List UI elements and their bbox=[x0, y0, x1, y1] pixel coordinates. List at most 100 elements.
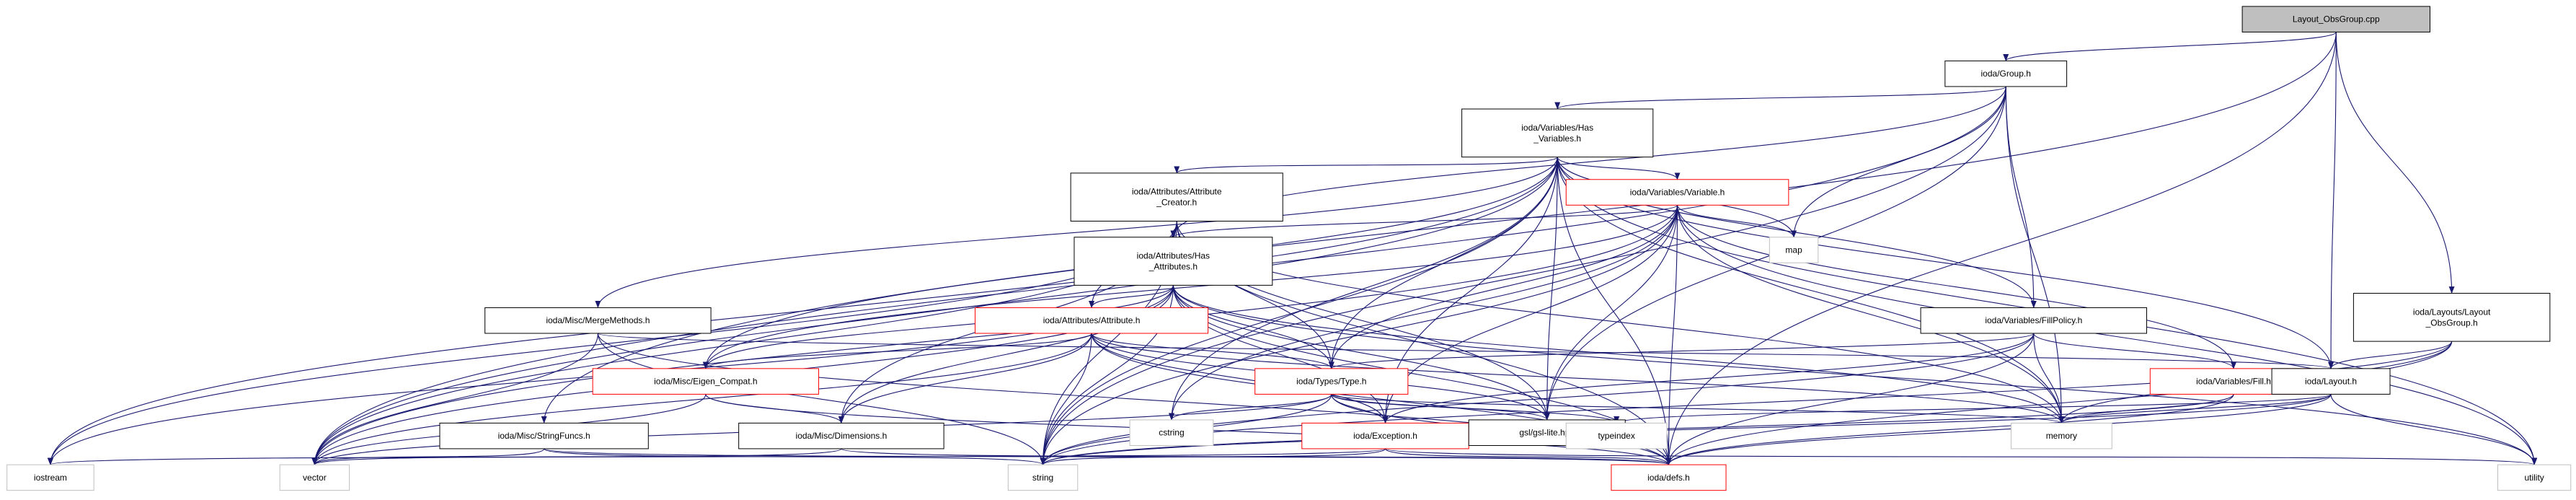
edge-root-to-layoutobsgroup bbox=[2335, 32, 2455, 294]
node-attrcreator[interactable]: ioda/Attributes/Attribute_Creator.h bbox=[1070, 172, 1283, 222]
edge-types-to-cstring bbox=[1169, 394, 1332, 421]
node-cstring: cstring bbox=[1129, 419, 1214, 446]
node-attrcreator-box bbox=[1070, 172, 1283, 222]
node-layout[interactable]: ioda/Layout.h bbox=[2271, 368, 2391, 395]
node-map-label-0: map bbox=[1785, 245, 1802, 255]
edge-variable-to-types bbox=[1328, 205, 1678, 369]
node-memory-label-0: memory bbox=[2046, 431, 2077, 441]
node-memory: memory bbox=[2010, 422, 2112, 449]
edge-variable-to-memory bbox=[1677, 205, 2065, 424]
node-variable-box bbox=[1565, 179, 1789, 206]
node-string: string bbox=[1007, 464, 1079, 491]
node-types-label-0: ioda/Types/Type.h bbox=[1296, 377, 1366, 387]
node-hasattrs-label-0: ioda/Attributes/Has bbox=[1137, 251, 1210, 261]
node-map: map bbox=[1769, 237, 1819, 263]
edge-exception-to-utility bbox=[1384, 448, 2537, 465]
node-utility: utility bbox=[2497, 464, 2572, 491]
edge-fill-to-defs bbox=[1665, 394, 2234, 465]
node-dimensions[interactable]: ioda/Misc/Dimensions.h bbox=[738, 422, 944, 449]
edge-hasvars-to-variable bbox=[1557, 157, 1681, 180]
edge-fillpolicy-to-string bbox=[1040, 333, 2035, 465]
edge-stringfuncs-to-vector bbox=[311, 448, 545, 465]
edge-layout-to-memory bbox=[2058, 393, 2332, 424]
edge-hasvars-to-gsllite bbox=[1544, 157, 1558, 421]
edge-hasattrs-to-memory bbox=[1172, 285, 2065, 424]
node-group-box bbox=[1944, 60, 2068, 87]
node-variable[interactable]: ioda/Variables/Variable.h bbox=[1565, 179, 1789, 206]
node-exception[interactable]: ioda/Exception.h bbox=[1301, 422, 1469, 449]
node-eigencompat-label-0: ioda/Misc/Eigen_Compat.h bbox=[654, 377, 757, 387]
node-typeindex: typeindex bbox=[1565, 422, 1668, 449]
node-fillpolicy-label-0: ioda/Variables/FillPolicy.h bbox=[1985, 315, 2082, 325]
edge-hasvars-to-mergemethods bbox=[595, 157, 1558, 308]
node-vector-label-0: vector bbox=[303, 473, 327, 483]
node-mergemethods-box bbox=[484, 307, 712, 334]
edge-hasvars-to-cstring bbox=[1169, 157, 1558, 421]
edge-group-to-hasvars bbox=[1554, 86, 2006, 110]
node-utility-label-0: utility bbox=[2524, 473, 2544, 483]
node-attribute-box bbox=[975, 307, 1209, 334]
edge-mergemethods-to-vector bbox=[311, 333, 598, 465]
edge-attribute-to-eigencompat bbox=[703, 333, 1092, 369]
node-memory-box bbox=[2010, 422, 2112, 449]
edge-attribute-to-memory bbox=[1091, 333, 2065, 424]
node-hasattrs[interactable]: ioda/Attributes/Has_Attributes.h bbox=[1074, 237, 1273, 286]
edge-attribute-to-string bbox=[1040, 333, 1092, 465]
node-group-label-0: ioda/Group.h bbox=[1981, 69, 2031, 79]
edge-fillpolicy-to-types bbox=[1329, 333, 2035, 369]
node-map-box bbox=[1769, 237, 1819, 263]
node-hasvars[interactable]: ioda/Variables/Has_Variables.h bbox=[1461, 108, 1654, 158]
edge-layout-to-defs bbox=[1665, 394, 2332, 465]
node-hasattrs-label-1: _Attributes.h bbox=[1148, 262, 1198, 272]
node-defs-box bbox=[1611, 464, 1727, 491]
node-attrcreator-label-0: ioda/Attributes/Attribute bbox=[1132, 187, 1222, 197]
edge-variable-to-cstring bbox=[1169, 205, 1678, 421]
node-types[interactable]: ioda/Types/Type.h bbox=[1254, 368, 1409, 395]
edge-root-to-group bbox=[2003, 31, 2337, 61]
node-hasattrs-box bbox=[1074, 237, 1273, 286]
node-types-box bbox=[1254, 368, 1409, 395]
edge-attribute-to-dimensions bbox=[838, 333, 1092, 424]
edge-mergemethods-to-layout bbox=[597, 333, 2334, 369]
edge-attribute-to-exception bbox=[1091, 333, 1389, 424]
edge-variable-to-utility bbox=[1677, 205, 2538, 465]
node-iostream-box bbox=[6, 464, 94, 491]
edge-fillpolicy-to-fill bbox=[2033, 333, 2236, 369]
node-stringfuncs-box bbox=[439, 422, 649, 449]
node-fillpolicy[interactable]: ioda/Variables/FillPolicy.h bbox=[1920, 307, 2147, 334]
node-typeindex-box bbox=[1565, 422, 1668, 449]
edge-layout-to-utility bbox=[2330, 394, 2538, 465]
edge-hasvars-to-iostream bbox=[48, 157, 1558, 465]
node-typeindex-label-0: typeindex bbox=[1598, 431, 1634, 441]
edge-fillpolicy-to-memory bbox=[2033, 333, 2065, 424]
node-exception-label-0: ioda/Exception.h bbox=[1353, 431, 1417, 441]
node-exception-box bbox=[1301, 422, 1469, 449]
node-gsllite-label-0: gsl/gsl-lite.hpp bbox=[1519, 428, 1575, 438]
edge-hasvars-to-defs bbox=[1557, 157, 1672, 465]
edge-layoutobsgroup-to-defs bbox=[1665, 341, 2453, 465]
node-root[interactable]: Layout_ObsGroup.cpp bbox=[2241, 6, 2430, 32]
edge-exception-to-string bbox=[1040, 448, 1386, 465]
edge-variable-to-map bbox=[1677, 205, 1797, 238]
edge-layout-to-typeindex bbox=[1614, 393, 2332, 424]
node-stringfuncs[interactable]: ioda/Misc/StringFuncs.h bbox=[439, 422, 649, 449]
node-layoutobsgroup[interactable]: ioda/Layouts/Layout_ObsGroup.h bbox=[2353, 292, 2551, 342]
node-group[interactable]: ioda/Group.h bbox=[1944, 60, 2068, 87]
edge-layoutobsgroup-to-layout bbox=[2328, 341, 2453, 369]
node-defs-label-0: ioda/defs.h bbox=[1647, 473, 1690, 483]
node-eigencompat[interactable]: ioda/Misc/Eigen_Compat.h bbox=[592, 368, 820, 395]
edge-root-to-stringfuncs bbox=[541, 32, 2337, 424]
edge-group-to-map bbox=[1791, 86, 2006, 238]
node-layoutobsgroup-label-0: ioda/Layouts/Layout bbox=[2413, 307, 2491, 317]
edge-hasattrs-to-types bbox=[1172, 285, 1335, 369]
node-layoutobsgroup-label-1: _ObsGroup.h bbox=[2425, 317, 2478, 328]
edge-hasattrs-to-attribute bbox=[1089, 285, 1174, 308]
edge-types-to-memory bbox=[1331, 393, 2064, 424]
edge-variable-to-string bbox=[1040, 205, 1678, 465]
node-defs[interactable]: ioda/defs.h bbox=[1611, 464, 1727, 491]
node-attribute[interactable]: ioda/Attributes/Attribute.h bbox=[975, 307, 1209, 334]
edge-fill-to-memory bbox=[2058, 394, 2234, 424]
nodes-layer: Layout_ObsGroup.cpp ioda/Group.h ioda/Vari… bbox=[6, 6, 2572, 491]
node-mergemethods[interactable]: ioda/Misc/MergeMethods.h bbox=[484, 307, 712, 334]
